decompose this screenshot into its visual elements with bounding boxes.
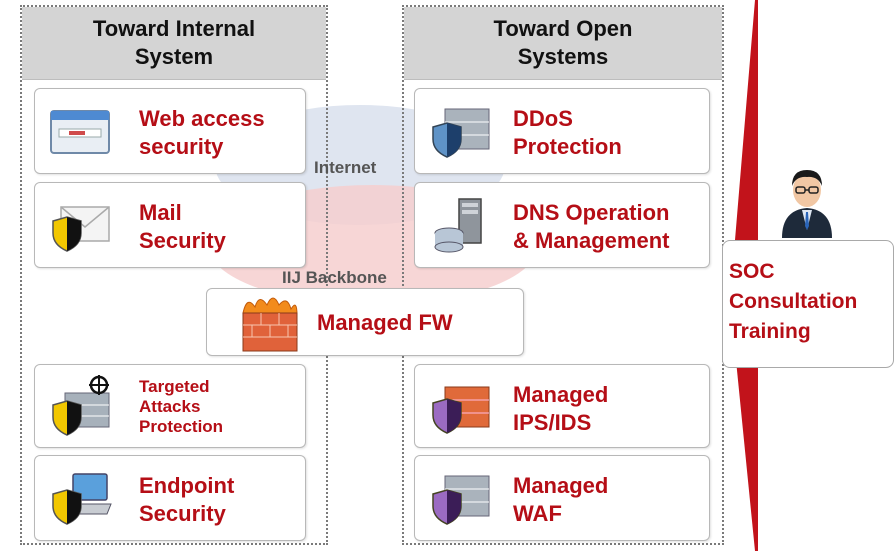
server-database-icon [434, 198, 482, 253]
target-firewall-shield-icon [52, 375, 110, 436]
managed-fw-label: Managed FW [317, 310, 453, 335]
open-systems-header: Toward Open Systems [404, 7, 722, 80]
gray-firewall-purple-shield-icon [432, 475, 490, 525]
iij-backbone-label: IIJ Backbone [282, 268, 387, 287]
dns-operation-box[interactable]: DNS Operation & Management [414, 182, 710, 268]
browser-window-icon [50, 110, 110, 154]
laptop-shield-icon [52, 473, 112, 525]
endpoint-security-label: Endpoint Security [139, 473, 235, 526]
ddos-protection-box[interactable]: DDoS Protection [414, 88, 710, 174]
operator-avatar-icon [782, 170, 832, 238]
managed-waf-label: Managed WAF [513, 473, 609, 526]
internal-system-title: Toward Internal System [92, 16, 256, 69]
internal-system-header: Toward Internal System [22, 7, 326, 80]
red-firewall-purple-shield-icon [432, 386, 490, 434]
internal-system-column: Toward Internal System [20, 5, 328, 545]
soc-line-consultation: Consultation [729, 290, 858, 313]
managed-ips-ids-box[interactable]: Managed IPS/IDS [414, 364, 710, 448]
managed-fw-box[interactable]: Managed FW [206, 288, 524, 356]
web-access-security-box[interactable]: Web access security [34, 88, 306, 174]
open-systems-title: Toward Open Systems [493, 16, 633, 69]
dns-operation-label: DNS Operation & Management [513, 200, 670, 253]
managed-ips-ids-label: Managed IPS/IDS [513, 382, 609, 435]
internet-label: Internet [314, 158, 377, 177]
soc-line-soc: SOC [729, 260, 775, 283]
mail-security-box[interactable]: Mail Security [34, 182, 306, 268]
ddos-protection-label: DDoS Protection [513, 106, 622, 159]
burning-firewall-icon [242, 297, 298, 352]
managed-waf-box[interactable]: Managed WAF [414, 455, 710, 541]
soc-box[interactable]: SOC Consultation Training [722, 240, 894, 368]
mail-shield-icon [52, 206, 110, 252]
targeted-attacks-protection-label: Targeted Attacks Protection [139, 377, 224, 436]
web-access-security-label: Web access security [139, 106, 265, 159]
endpoint-security-box[interactable]: Endpoint Security [34, 455, 306, 541]
firewall-shield-icon [432, 108, 490, 158]
mail-security-label: Mail Security [139, 200, 226, 253]
soc-line-training: Training [729, 320, 811, 343]
soc-lines: SOC Consultation Training [729, 257, 857, 347]
targeted-attacks-protection-box[interactable]: Targeted Attacks Protection [34, 364, 306, 448]
